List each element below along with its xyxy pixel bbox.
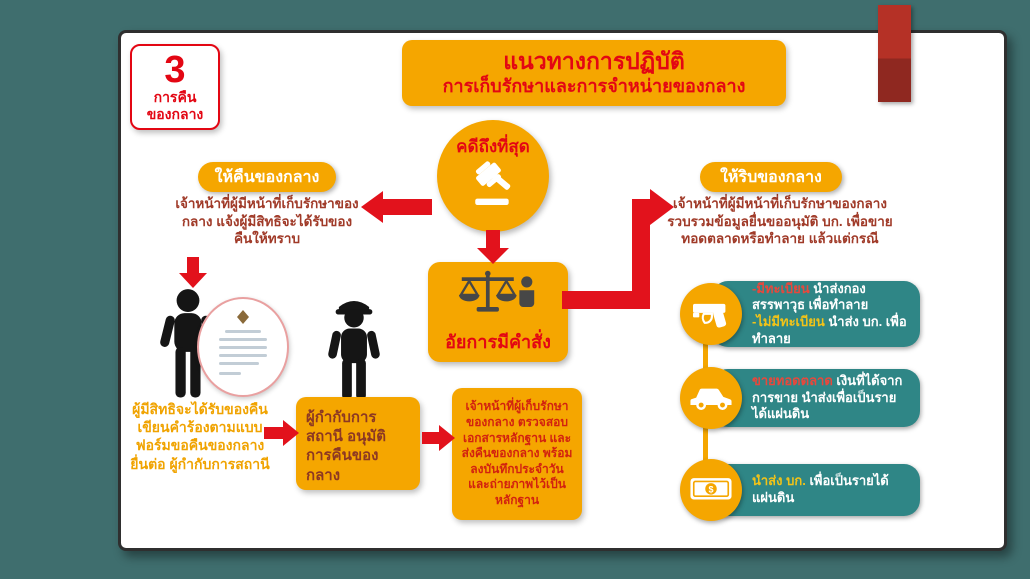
final-case-label: คดีถึงที่สุด — [456, 137, 530, 156]
forfeit-item-auction-circle — [680, 367, 742, 429]
weapons-unregistered-text: นำส่ง บก. เพื่อทำลาย — [752, 314, 907, 346]
remit-highlight: นำส่ง บก. — [752, 473, 806, 489]
auction-text: เงินที่ได้จากการขาย นำส่งเพื่อเป็นรายได้… — [752, 373, 903, 422]
weapons-registered-text: นำส่งกองสรรพาวุธ เพื่อทำลาย — [752, 281, 869, 313]
arrow-down-start — [486, 230, 500, 250]
forfeit-branch-header: ให้ริบของกลาง — [700, 162, 842, 192]
forfeit-branch-description: เจ้าหน้าที่ผู้มีหน้าที่เก็บรักษาของกลาง … — [667, 196, 893, 247]
arrow-step2-step3-head — [439, 425, 458, 451]
arrow-step1-step2-head — [283, 420, 302, 446]
return-step-3-text: เจ้าหน้าที่ผู้เก็บรักษาของกลาง ตรวจสอบเอ… — [461, 399, 573, 507]
arrow-down-return-head — [179, 273, 207, 291]
arrow-elbow-horizontal — [562, 291, 650, 309]
forfeit-item-remit: นำส่ง บก. เพื่อเป็นรายได้แผ่นดิน — [712, 464, 920, 516]
arrow-left-body — [380, 199, 432, 215]
arrow-down-return — [187, 257, 199, 275]
weapons-registered-highlight: -มีทะเบียน — [752, 281, 810, 296]
badge-label-line1: การคืน — [153, 88, 197, 105]
gun-icon — [689, 294, 733, 335]
prosecutor-order-label: อัยการมีคำสั่ง — [445, 332, 551, 352]
money-icon: $ — [688, 471, 734, 510]
car-icon — [688, 380, 734, 417]
scales-icon — [454, 268, 542, 325]
arrow-step1-step2-body — [264, 427, 284, 439]
return-step-3: เจ้าหน้าที่ผู้เก็บรักษาของกลาง ตรวจสอบเอ… — [452, 388, 582, 520]
money-symbol: $ — [708, 484, 713, 494]
arrow-down-start-head — [477, 248, 509, 267]
badge-label-line2: ของกลาง — [146, 106, 204, 122]
arrow-elbow-head — [650, 189, 677, 225]
arrow-elbow-vertical — [632, 199, 650, 309]
weapons-line-registered: -มีทะเบียน นำส่งกองสรรพาวุธ เพื่อทำลาย — [752, 281, 910, 314]
remit-line: นำส่ง บก. เพื่อเป็นรายได้แผ่นดิน — [752, 473, 910, 506]
return-step-1: ผู้มีสิทธิจะได้รับของคืน เขียนคำร้องตามแ… — [130, 401, 270, 472]
return-step-2: ผู้กำกับการสถานี อนุมัติการคืนของกลาง — [296, 397, 420, 490]
forfeit-item-remit-circle: $ — [680, 459, 742, 521]
request-form-icon — [197, 297, 289, 397]
final-case-node: คดีถึงที่สุด — [437, 120, 549, 232]
prosecutor-order-node: อัยการมีคำสั่ง — [428, 262, 568, 362]
arrow-left-head — [358, 191, 383, 223]
slide-title: แนวทางการปฏิบัติ การเก็บรักษาและการจำหน่… — [402, 40, 786, 106]
title-line1: แนวทางการปฏิบัติ — [503, 48, 685, 75]
gavel-icon — [467, 160, 519, 211]
badge-number: 3 — [164, 48, 186, 91]
auction-line: ขายทอดตลาด เงินที่ได้จากการขาย นำส่งเพื่… — [752, 373, 910, 423]
step-number-badge: 3 การคืน ของกลาง — [130, 44, 220, 130]
arrow-step2-step3-body — [422, 432, 440, 444]
forfeit-item-auction: ขายทอดตลาด เงินที่ได้จากการขาย นำส่งเพื่… — [712, 369, 920, 427]
title-line2: การเก็บรักษาและการจำหน่ายของกลาง — [442, 76, 746, 96]
return-branch-header: ให้คืนของกลาง — [198, 162, 336, 192]
police-officer-icon — [317, 294, 391, 407]
remit-text: เพื่อเป็นรายได้แผ่นดิน — [752, 473, 889, 505]
weapons-line-unregistered: -ไม่มีทะเบียน นำส่ง บก. เพื่อทำลาย — [752, 314, 910, 347]
weapons-unregistered-highlight: -ไม่มีทะเบียน — [752, 314, 825, 329]
red-accent-bar — [878, 5, 911, 102]
forfeit-item-weapons-circle — [680, 283, 742, 345]
return-branch-description: เจ้าหน้าที่ผู้มีหน้าที่เก็บรักษาของกลาง … — [175, 196, 359, 247]
forfeit-item-weapons: -มีทะเบียน นำส่งกองสรรพาวุธ เพื่อทำลาย -… — [712, 281, 920, 347]
auction-highlight: ขายทอดตลาด — [752, 373, 833, 389]
